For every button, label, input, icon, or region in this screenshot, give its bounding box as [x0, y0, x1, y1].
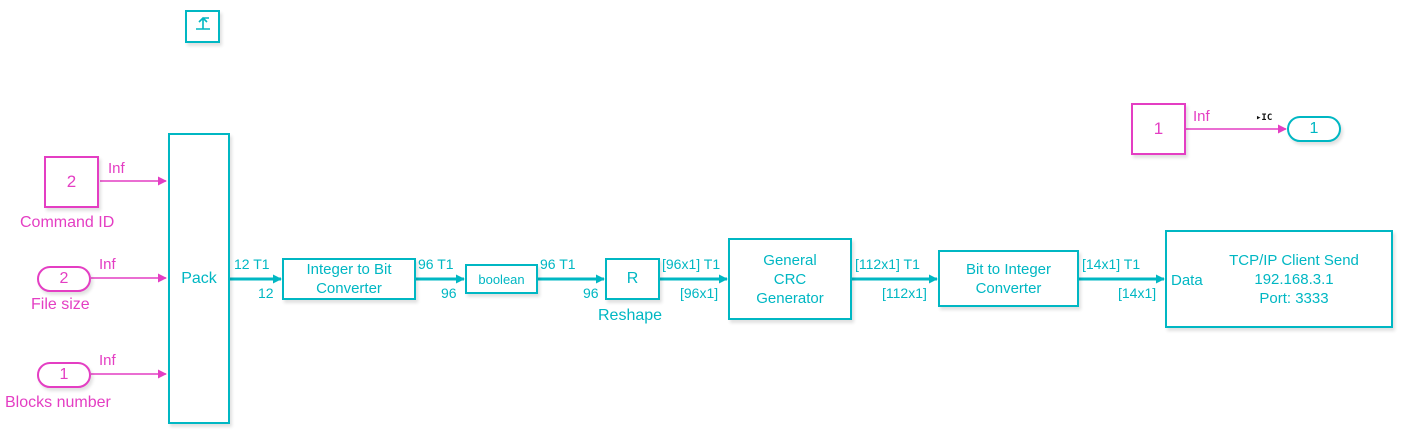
port-dim-tcp-in: [14x1] — [1118, 285, 1157, 301]
constant-value: 2 — [66, 172, 77, 191]
general-crc-generator-block[interactable]: General CRC Generator — [728, 238, 852, 320]
reshape-block[interactable]: R — [605, 258, 660, 300]
trigger-block[interactable] — [185, 10, 220, 43]
rising-edge-trigger-icon — [193, 14, 213, 39]
bit-to-integer-converter-label: Bit to Integer Converter — [965, 260, 1052, 297]
outport-block[interactable]: 1 — [1287, 116, 1341, 142]
tcpip-client-send-label: TCP/IP Client Send 192.168.3.1 Port: 333… — [1229, 251, 1359, 307]
rate-label-command-id: Inf — [108, 160, 125, 177]
block-label-file-size: File size — [31, 296, 90, 313]
rate-label-ic-source: Inf — [1193, 108, 1210, 125]
rate-label-file-size: Inf — [99, 256, 116, 273]
pack-block[interactable]: Pack — [168, 133, 230, 424]
block-label-command-id: Command ID — [20, 214, 115, 231]
signal-label-reshape-out: [96x1] T1 — [662, 256, 721, 272]
inport-block-blocks-number[interactable]: 1 — [37, 362, 91, 388]
boolean-conversion-block[interactable]: boolean — [465, 264, 538, 294]
block-label-reshape: Reshape — [598, 307, 663, 324]
signal-label-pack-out: 12 T1 — [234, 256, 270, 272]
block-label-blocks-number: Blocks number — [5, 394, 111, 411]
inport-number: 1 — [59, 366, 69, 383]
signal-label-int2bit-out: 96 T1 — [418, 256, 454, 272]
signal-label-crc-out: [112x1] T1 — [855, 256, 920, 272]
boolean-block-label: boolean — [478, 271, 525, 287]
bit-to-integer-converter-block[interactable]: Bit to Integer Converter — [938, 250, 1079, 307]
constant-block-command-id[interactable]: 2 — [44, 156, 99, 208]
initial-condition-icon: ▸IC — [1256, 113, 1273, 123]
constant-value: 1 — [1153, 119, 1164, 138]
outport-number: 1 — [1309, 120, 1319, 137]
crc-generator-label: General CRC Generator — [756, 251, 824, 307]
tcpip-client-send-block[interactable]: TCP/IP Client Send 192.168.3.1 Port: 333… — [1165, 230, 1393, 328]
tcpip-port-label-data: Data — [1171, 272, 1203, 289]
signal-label-bit2int-out: [14x1] T1 — [1082, 256, 1141, 272]
pack-block-label: Pack — [181, 269, 217, 287]
port-dim-boolean-in: 96 — [441, 285, 457, 301]
port-dim-bit2int-in: [112x1] — [882, 285, 927, 301]
port-dim-int2bit-in: 12 — [258, 285, 274, 301]
integer-to-bit-converter-label: Integer to Bit Converter — [306, 261, 392, 297]
port-dim-crc-in: [96x1] — [680, 285, 719, 301]
reshape-block-glyph: R — [626, 270, 639, 287]
signal-label-boolean-out: 96 T1 — [540, 256, 576, 272]
constant-block-ic-source[interactable]: 1 — [1131, 103, 1186, 155]
integer-to-bit-converter-block[interactable]: Integer to Bit Converter — [282, 258, 416, 300]
port-dim-reshape-in: 96 — [583, 285, 599, 301]
rate-label-blocks-number: Inf — [99, 352, 116, 369]
inport-number: 2 — [59, 270, 69, 287]
inport-block-file-size[interactable]: 2 — [37, 266, 91, 292]
